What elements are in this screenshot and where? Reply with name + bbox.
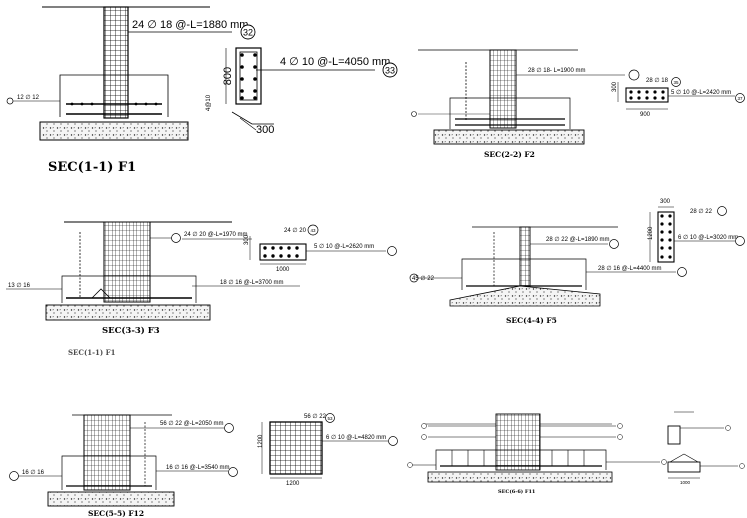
svg-text:16 ∅ 16 @-L=3540 mm: 16 ∅ 16 @-L=3540 mm [166,464,230,471]
svg-text:28 ∅ 22 @-L=1890 mm: 28 ∅ 22 @-L=1890 mm [546,236,610,243]
column-rebar [489,49,517,129]
section-2-2: 28 ∅ 18- L=1900 mm 28 ∅ 18 35 5 ∅ 10 @-L… [411,49,745,159]
bar-mark-32 [240,24,256,40]
svg-text:24 ∅ 20: 24 ∅ 20 [284,227,307,234]
svg-text:28 ∅ 22: 28 ∅ 22 [690,208,713,215]
svg-text:1200: 1200 [258,434,264,448]
section-6-6: 1000 SEC(6-6) F11 [407,411,745,495]
column-section [259,243,307,261]
section-title: SEC(6-6) F11 [498,488,535,495]
svg-text:6 ∅ 10 @-L=4820 mm: 6 ∅ 10 @-L=4820 mm [326,434,386,441]
svg-text:28 ∅ 16 @-L=4400 mm: 28 ∅ 16 @-L=4400 mm [598,265,662,272]
svg-text:18 ∅ 16 @-L=3700 mm: 18 ∅ 16 @-L=3700 mm [220,279,284,286]
svg-text:4@10: 4@10 [206,94,212,111]
blinding-concrete [39,121,189,141]
svg-text:28 ∅ 18: 28 ∅ 18 [646,77,669,84]
svg-text:45 ∅ 22: 45 ∅ 22 [412,275,435,282]
svg-text:24 ∅ 18 @-L=1880 mm: 24 ∅ 18 @-L=1880 mm [132,19,248,31]
svg-text:SEC(1-1) F1: SEC(1-1) F1 [68,348,116,357]
svg-text:1000: 1000 [680,480,691,485]
svg-text:900: 900 [640,112,651,118]
svg-text:4 ∅ 10 @-L=4050 mm: 4 ∅ 10 @-L=4050 mm [280,56,390,68]
svg-text:1000: 1000 [276,267,290,273]
svg-text:56 ∅ 22: 56 ∅ 22 [304,413,327,420]
svg-text:16 ∅ 16: 16 ∅ 16 [22,469,45,476]
bar-mark-33 [382,62,398,78]
svg-text:300: 300 [244,234,250,245]
column-section [657,211,675,263]
svg-text:33: 33 [385,66,395,76]
blinding-concrete [449,285,601,307]
svg-text:24 ∅ 20 @-L=1970 mm: 24 ∅ 20 @-L=1970 mm [184,231,248,238]
column-section [625,87,669,103]
svg-text:1200: 1200 [648,226,654,240]
section-5-5: 56 ∅ 22 @-L=2050 mm 16 ∅ 16 @-L=3540 mm … [9,413,398,518]
svg-text:1200: 1200 [286,481,300,487]
svg-text:43: 43 [310,228,316,233]
blinding-concrete [47,491,175,507]
section-4-4: 28 ∅ 22 @-L=1890 mm 28 ∅ 16 @-L=4400 mm … [409,199,745,325]
column-rebar [103,221,151,303]
svg-text:300: 300 [256,124,274,136]
section-title: SEC(1-1) F1 [48,160,136,175]
blinding-concrete [45,304,211,321]
svg-text:35: 35 [673,80,679,85]
section-3-3: 24 ∅ 20 @-L=1970 mm 24 ∅ 20 43 5 ∅ 10 @-… [6,221,397,357]
section-title: SEC(5-5) F12 [88,509,144,518]
svg-text:5 ∅ 10 @-L=2620 mm: 5 ∅ 10 @-L=2620 mm [314,243,374,250]
svg-text:12 ∅ 12: 12 ∅ 12 [17,94,40,101]
column-section [269,421,323,475]
svg-text:37: 37 [737,96,743,101]
blinding-concrete [427,471,613,483]
svg-text:300: 300 [660,199,671,205]
svg-text:56 ∅ 22 @-L=2050 mm: 56 ∅ 22 @-L=2050 mm [160,420,224,427]
svg-text:53: 53 [327,416,333,421]
svg-text:300: 300 [612,81,618,92]
column-rebar [103,6,129,119]
section-title: SEC(4-4) F5 [506,316,557,325]
column-rebar [519,226,531,290]
section-title: SEC(3-3) F3 [102,325,160,336]
svg-text:6 ∅ 10 @-L=3020 mm: 6 ∅ 10 @-L=3020 mm [678,234,738,241]
svg-text:28 ∅ 18- L=1900 mm: 28 ∅ 18- L=1900 mm [528,67,585,74]
section-title: SEC(2-2) F2 [484,150,535,159]
blinding-concrete [433,129,585,145]
svg-text:5 ∅ 10 @-L=2420 mm: 5 ∅ 10 @-L=2420 mm [671,89,731,96]
svg-text:32: 32 [243,28,253,38]
section-1-1: 24 ∅ 18 @-L=1880 mm 32 800 4@10 4 ∅ 10 @… [6,6,398,175]
svg-text:13 ∅ 16: 13 ∅ 16 [8,282,31,289]
svg-text:800: 800 [222,67,234,85]
column-rebar [83,414,131,491]
column-rebar [495,413,541,471]
